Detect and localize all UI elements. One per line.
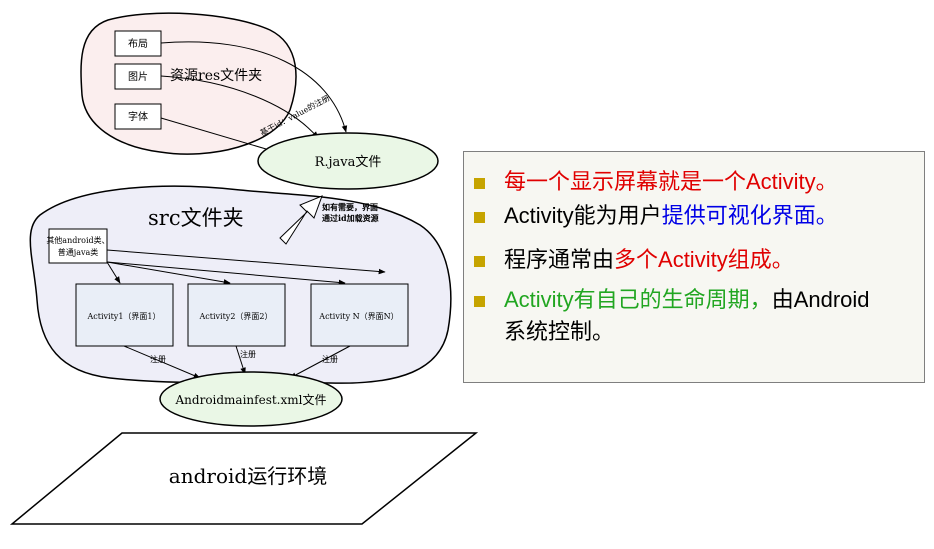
- bullet-fragment: 提供可视化界面。: [661, 203, 838, 228]
- src-cluster-label: src文件夹: [148, 206, 244, 230]
- edge-layout-to-rjava: [160, 41, 348, 133]
- res-box-image: [114, 63, 162, 90]
- activity1-label: Activity1（界面1）: [86, 312, 160, 321]
- activityN-box: [310, 283, 409, 347]
- activity2-box: [187, 283, 286, 347]
- bullet-fragment: Activity有自己的生命周期，: [504, 287, 772, 312]
- activity1-box: [75, 283, 174, 347]
- res-box-font-label: 字体: [128, 110, 148, 123]
- res-cluster-label: 资源res文件夹: [170, 68, 262, 84]
- other-classes-box: [48, 228, 108, 264]
- bullet-square-icon: [474, 178, 485, 189]
- bullet-fragment: 由Android系统控制。: [504, 287, 870, 344]
- edge-other-right: [106, 249, 386, 275]
- load-note-line1: 如有需要，界面: [322, 202, 378, 212]
- res-box-layout: [114, 30, 162, 57]
- edge-other-to-activity1: [106, 261, 121, 284]
- res-box-layout-label: 布局: [128, 38, 148, 50]
- res-box-font: [114, 103, 162, 130]
- bullet-item: Activity能为用户提供可视化界面。: [474, 200, 914, 232]
- manifest-label: Androidmainfest.xml文件: [175, 392, 327, 407]
- runtime-environment: [9, 432, 479, 525]
- bullet-fragment: 多个Activity组成。: [614, 247, 794, 272]
- bullet-item: 程序通常由多个Activity组成。: [474, 244, 914, 276]
- bullet-text: Activity能为用户提供可视化界面。: [504, 200, 914, 232]
- bullet-item: 每一个显示屏幕就是一个Activity。: [474, 166, 914, 198]
- bullet-text: 每一个显示屏幕就是一个Activity。: [504, 166, 914, 198]
- load-note-line2: 通过id加载资源: [322, 213, 379, 223]
- runtime-environment-label: android运行环境: [169, 464, 327, 488]
- activityN-label: Activity N（界面N）: [318, 312, 398, 321]
- bullet-text: 程序通常由多个Activity组成。: [504, 244, 914, 276]
- rjava-label: R.java文件: [315, 155, 382, 170]
- bullet-text: Activity有自己的生命周期，由Android系统控制。: [504, 284, 884, 348]
- bullet-item: Activity有自己的生命周期，由Android系统控制。: [474, 284, 884, 348]
- bullet-fragment: 程序通常由: [504, 247, 615, 272]
- bullet-square-icon: [474, 296, 485, 307]
- register-label-2: 注册: [240, 349, 256, 359]
- bullet-fragment: 每一个显示屏幕就是一个Activity。: [504, 169, 838, 194]
- manifest-node: [159, 371, 343, 427]
- rjava-node: [257, 132, 439, 190]
- register-label-3: 注册: [322, 354, 338, 364]
- edge-activityN-register: [289, 345, 351, 379]
- activity2-label: Activity2（界面2）: [198, 312, 272, 321]
- edge-other-to-activity2: [106, 261, 231, 285]
- edge-font-to-rjava: [160, 117, 284, 155]
- res-box-image-label: 图片: [128, 70, 148, 83]
- other-classes-line1: 其他android类、: [46, 235, 109, 245]
- other-classes-line2: 普通java类: [58, 247, 99, 257]
- edge-activity2-register: [235, 345, 246, 375]
- bullet-panel: 每一个显示屏幕就是一个Activity。 Activity能为用户提供可视化界面…: [463, 151, 925, 383]
- edge-activity1-register: [123, 345, 201, 379]
- edge-image-to-rjava: [160, 75, 319, 139]
- load-resource-arrow: [279, 195, 323, 245]
- register-label-1: 注册: [150, 354, 166, 364]
- edge-other-to-activityN: [106, 261, 346, 286]
- bullet-fragment: Activity能为用户: [504, 203, 662, 228]
- bullet-square-icon: [474, 212, 485, 223]
- bullet-square-icon: [474, 256, 485, 267]
